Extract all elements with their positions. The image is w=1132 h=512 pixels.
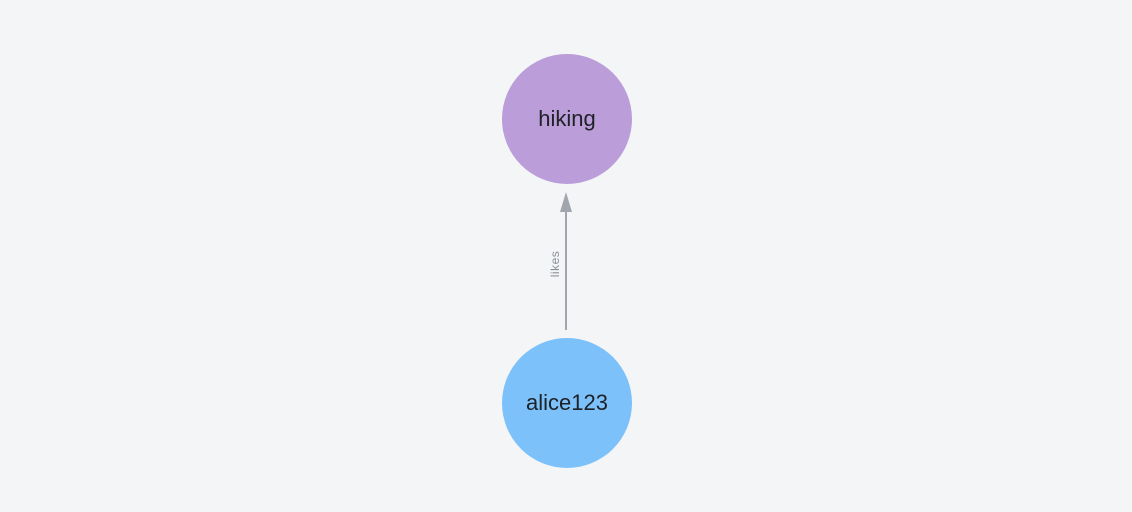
node-label-alice123: alice123 bbox=[526, 390, 608, 415]
edge-label-likes: likes bbox=[548, 250, 562, 278]
edge-line bbox=[565, 204, 567, 330]
arrowhead-up-icon bbox=[560, 192, 572, 212]
graph-node-alice123[interactable]: alice123 bbox=[502, 338, 632, 468]
graph-node-hiking[interactable]: hiking bbox=[502, 54, 632, 184]
node-label-hiking: hiking bbox=[538, 106, 596, 131]
